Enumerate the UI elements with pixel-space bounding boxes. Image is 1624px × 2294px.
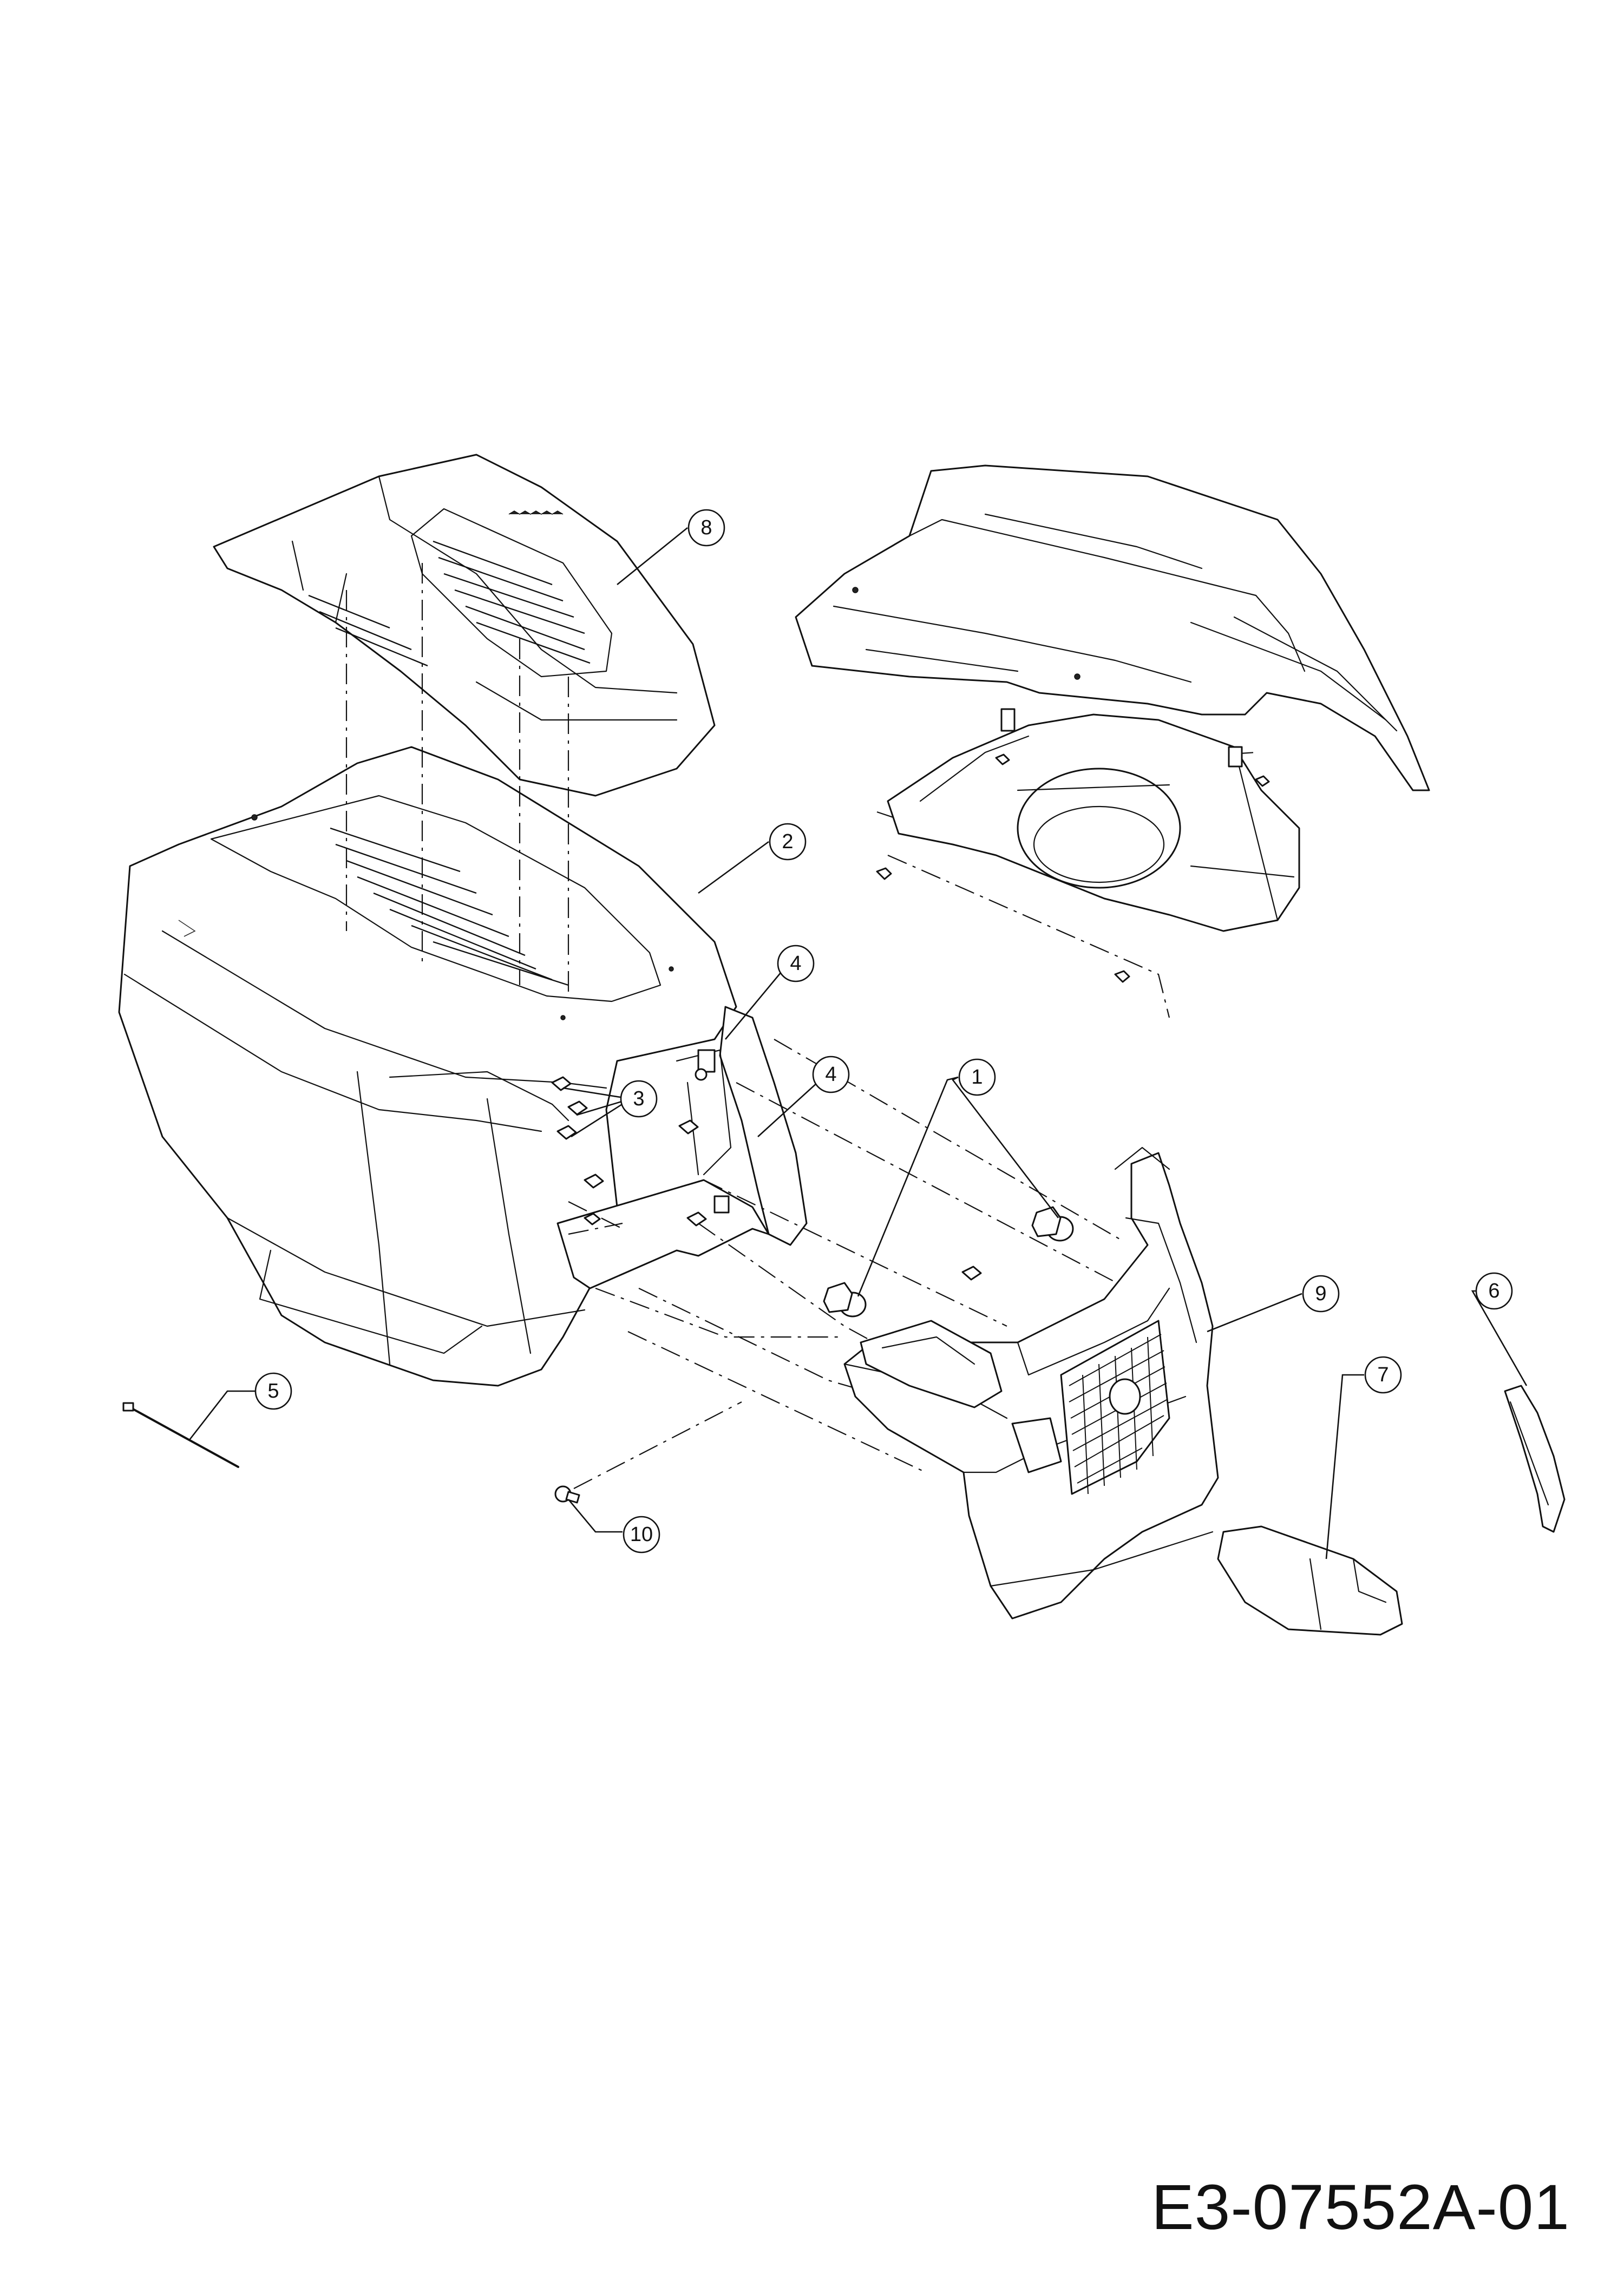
side-trim-panel-part [1217, 1525, 1403, 1636]
rear-hood-assembly [795, 464, 1430, 983]
hood-bracket-frame [556, 1006, 808, 1289]
svg-text:9: 9 [1315, 1282, 1326, 1305]
hood-assembly-part [118, 746, 737, 1387]
callout-10: 10 [623, 1516, 660, 1554]
svg-text:1: 1 [971, 1066, 983, 1089]
svg-text:4: 4 [825, 1063, 836, 1086]
callout-7: 7 [1364, 1356, 1402, 1394]
svg-text:7: 7 [1377, 1364, 1389, 1386]
callout-3: 3 [620, 1080, 658, 1118]
svg-text:3: 3 [633, 1087, 644, 1110]
svg-text:6: 6 [1488, 1280, 1499, 1302]
callout-9: 9 [1302, 1275, 1340, 1313]
callout-6: 6 [1475, 1272, 1513, 1310]
svg-text:8: 8 [700, 516, 712, 539]
drawing-number: E3-07552A-01 [1151, 2172, 1570, 2243]
front-grille-part [843, 1146, 1219, 1620]
svg-text:2: 2 [782, 830, 793, 853]
cable-tie-part [122, 1402, 239, 1468]
callout-4a: 4 [777, 945, 815, 982]
callout-2: 2 [769, 823, 807, 861]
svg-text:10: 10 [630, 1523, 653, 1546]
lens-bracket-part [1504, 1385, 1566, 1533]
svg-text:5: 5 [267, 1380, 279, 1402]
hood-vent-cover-part [213, 454, 716, 797]
callout-4b: 4 [812, 1056, 850, 1093]
hood-fasteners [551, 1076, 707, 1227]
callout-5: 5 [254, 1372, 292, 1410]
svg-text:4: 4 [790, 952, 801, 975]
callout-1: 1 [958, 1058, 996, 1096]
headlight-bulb-part [823, 1206, 1074, 1318]
callout-8: 8 [687, 509, 725, 547]
push-rivet-part [554, 1485, 580, 1504]
